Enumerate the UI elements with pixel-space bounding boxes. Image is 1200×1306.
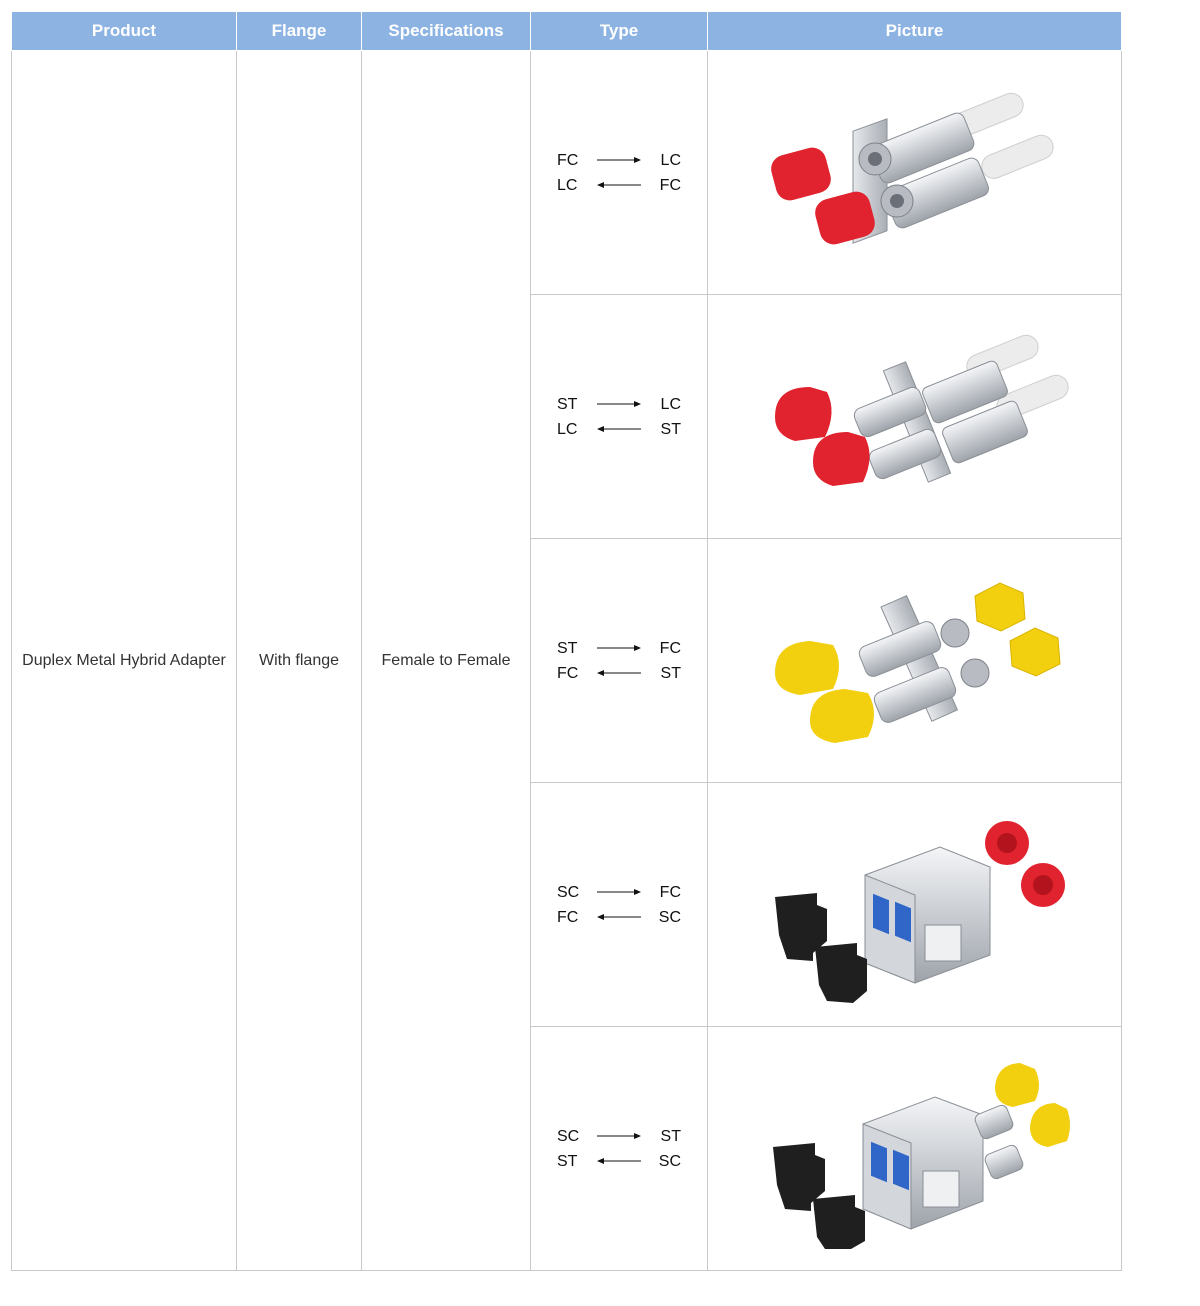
- type-cell: FC LC LC FC: [530, 50, 708, 295]
- header-picture: Picture: [707, 11, 1122, 51]
- type-from-label: ST: [557, 395, 578, 413]
- arrow-left-icon: [597, 426, 641, 432]
- type-to-label: ST: [660, 664, 681, 682]
- picture-cell: [707, 782, 1122, 1027]
- type-from-label: ST: [557, 639, 578, 657]
- type-from-label: LC: [557, 176, 578, 194]
- arrow-right-icon: [597, 401, 641, 407]
- product-cell: Duplex Metal Hybrid Adapter: [11, 50, 237, 1271]
- specifications-cell: Female to Female: [361, 50, 531, 1271]
- arrow-left-icon: [597, 670, 641, 676]
- table-row: SC ST ST SC: [12, 1026, 1122, 1271]
- arrow-left-icon: [597, 1158, 641, 1164]
- header-type: Type: [530, 11, 708, 51]
- type-cell: SC FC FC SC: [530, 782, 708, 1027]
- type-cell: SC ST ST SC: [530, 1026, 708, 1271]
- picture-cell: [707, 294, 1122, 539]
- picture-cell: [707, 50, 1122, 295]
- fc-lc-adapter-image: [770, 92, 1054, 244]
- arrow-left-icon: [597, 182, 641, 188]
- sc-st-adapter-image: [772, 1062, 1070, 1249]
- type-to-label: LC: [660, 151, 681, 169]
- type-from-label: SC: [557, 1127, 580, 1145]
- type-cell: ST FC FC ST: [530, 538, 708, 783]
- header-specifications: Specifications: [361, 11, 531, 51]
- product-spec-table: Product Flange Specifications Type Pictu…: [11, 11, 1122, 1271]
- table-header-row: Product Flange Specifications Type Pictu…: [11, 11, 1122, 51]
- type-to-label: FC: [659, 639, 681, 657]
- type-to-label: FC: [659, 176, 681, 194]
- arrow-right-icon: [597, 889, 641, 895]
- type-from-label: FC: [557, 664, 579, 682]
- arrow-right-icon: [597, 157, 641, 163]
- table-row: SC FC FC SC: [12, 782, 1122, 1027]
- arrow-right-icon: [597, 1133, 641, 1139]
- type-st-fc: ST FC FC ST: [557, 636, 681, 686]
- type-to-label: FC: [659, 883, 681, 901]
- flange-cell: With flange: [236, 50, 362, 1271]
- type-st-lc: ST LC LC ST: [557, 392, 681, 442]
- header-flange: Flange: [236, 11, 362, 51]
- type-from-label: FC: [557, 908, 579, 926]
- type-from-label: SC: [557, 883, 580, 901]
- picture-cell: [707, 538, 1122, 783]
- arrow-left-icon: [597, 914, 641, 920]
- type-to-label: SC: [658, 1152, 681, 1170]
- type-to-label: SC: [658, 908, 681, 926]
- st-fc-adapter-image: [774, 581, 1061, 743]
- type-cell: ST LC LC ST: [530, 294, 708, 539]
- type-fc-lc: FC LC LC FC: [557, 148, 681, 198]
- header-product: Product: [11, 11, 237, 51]
- table-row: ST LC LC ST: [12, 294, 1122, 539]
- type-to-label: LC: [660, 395, 681, 413]
- arrow-right-icon: [597, 645, 641, 651]
- type-from-label: FC: [557, 151, 579, 169]
- table-row: Duplex Metal Hybrid Adapter With flange …: [11, 50, 1122, 1271]
- type-to-label: ST: [660, 1127, 681, 1145]
- picture-cell: [707, 1026, 1122, 1271]
- type-to-label: ST: [660, 420, 681, 438]
- type-from-label: LC: [557, 420, 578, 438]
- type-sc-st: SC ST ST SC: [557, 1124, 681, 1174]
- st-lc-adapter-image: [774, 334, 1069, 486]
- type-sc-fc: SC FC FC SC: [557, 880, 681, 930]
- sc-fc-adapter-image: [774, 820, 1065, 1003]
- type-from-label: ST: [557, 1152, 578, 1170]
